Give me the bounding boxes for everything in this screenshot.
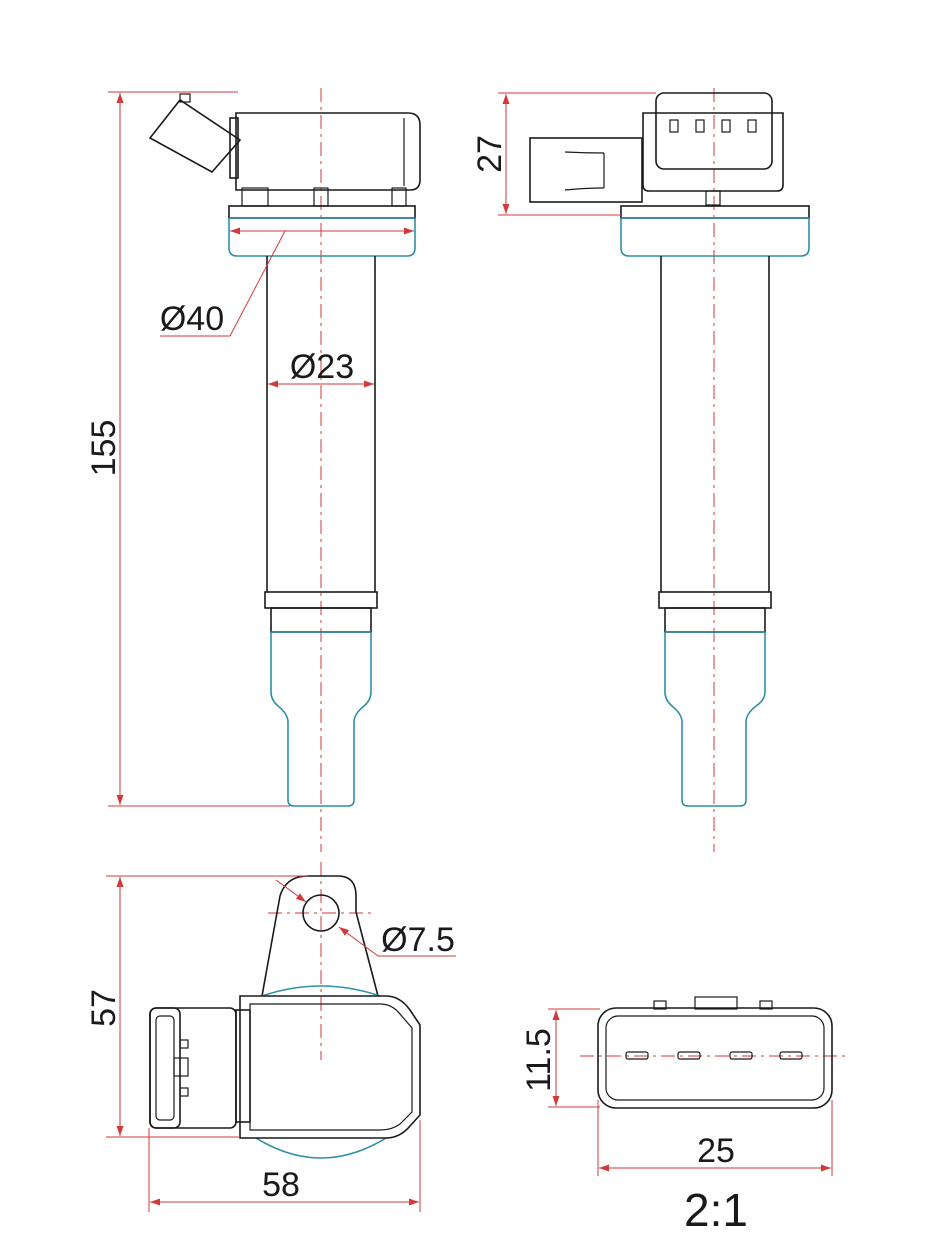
front-view	[148, 88, 421, 852]
mount-hole	[302, 894, 340, 932]
dimension-connector-face-width: 25	[597, 1100, 833, 1176]
dimension-top-view-depth: 57	[85, 875, 308, 1138]
connector-pin	[729, 1051, 753, 1060]
top-view-boot-outline	[261, 985, 381, 997]
dimension-flange-diameter: Ø40	[160, 227, 414, 338]
flange-diameter-label: Ø40	[160, 300, 224, 338]
dimension-mount-hole-diameter: Ø7.5	[275, 879, 456, 959]
front-view-angled-connector	[148, 93, 242, 174]
dimension-total-height: 155	[85, 91, 290, 807]
connector-height-label: 27	[471, 135, 509, 173]
detail-scale-label: 2:1	[684, 1184, 748, 1236]
top-view-width-label: 58	[262, 1166, 300, 1204]
dimension-connector-height: 27	[471, 92, 656, 216]
total-height-label: 155	[85, 420, 123, 477]
connector-pin	[779, 1051, 803, 1060]
top-view-connector	[149, 1007, 237, 1129]
mount-hole-diameter-label: Ø7.5	[381, 921, 455, 959]
top-view	[149, 862, 421, 1159]
front-view-flange	[228, 205, 416, 257]
connector-face-height-label: 11.5	[520, 1028, 558, 1092]
connector-face-detail	[580, 996, 850, 1109]
connector-pin	[677, 1051, 701, 1060]
side-view-mount-tab	[529, 137, 643, 203]
connector-face-width-label: 25	[697, 1132, 735, 1170]
front-view-coil-head	[229, 112, 421, 207]
side-view-rubber-boot	[664, 631, 766, 807]
dimension-body-diameter: Ø23	[268, 348, 374, 388]
side-view-connector-housing	[642, 92, 784, 206]
top-view-mount-ear	[261, 875, 379, 997]
body-diameter-label: Ø23	[290, 348, 354, 386]
connector-face-outer	[597, 1007, 833, 1109]
top-view-main-body	[235, 995, 421, 1139]
front-view-rubber-boot	[270, 631, 372, 807]
dimension-connector-face-height: 11.5	[520, 1008, 600, 1108]
connector-face-inner	[605, 1015, 825, 1101]
side-view-flange	[620, 205, 810, 257]
side-view	[529, 88, 810, 852]
side-view-body-tube	[658, 256, 772, 633]
dimension-top-view-width: 58	[148, 1120, 421, 1212]
top-view-depth-label: 57	[85, 989, 123, 1027]
connector-pin	[625, 1051, 649, 1060]
